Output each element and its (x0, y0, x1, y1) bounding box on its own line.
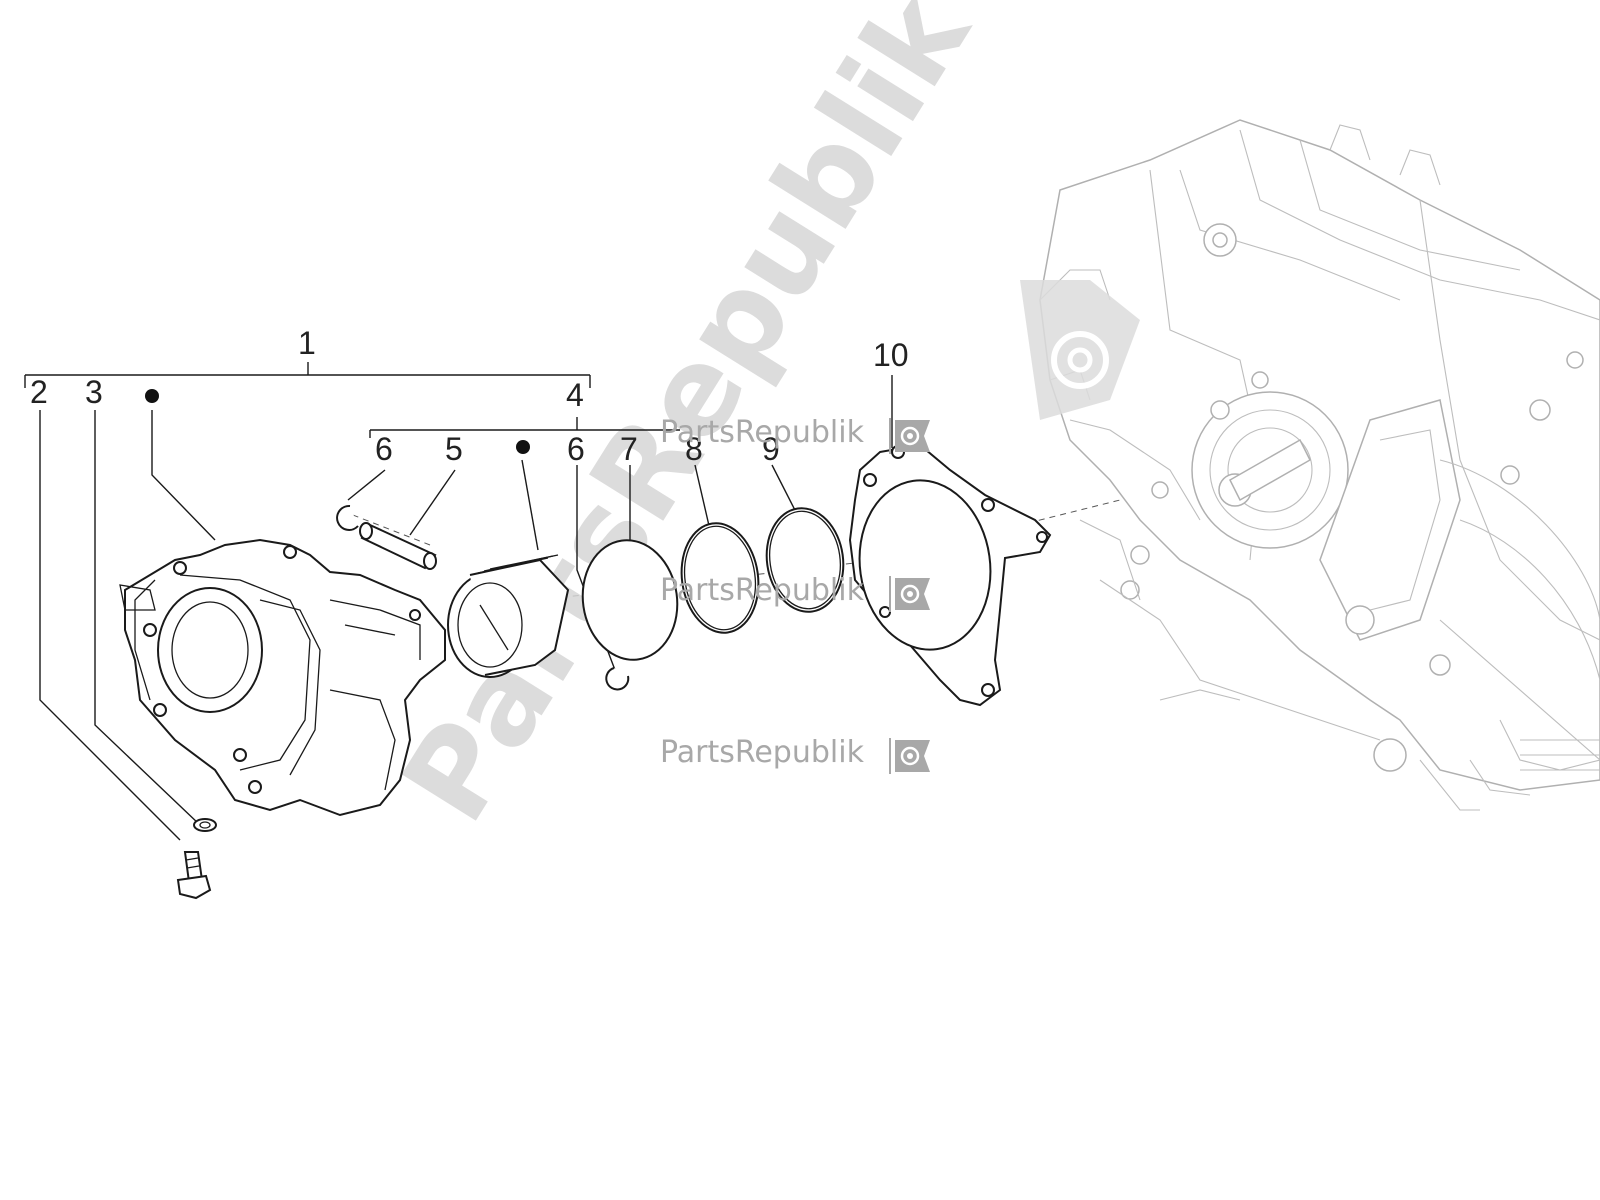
callout-7: 7 (620, 431, 638, 467)
callout-labels: 1 2 3 4 6 5 6 7 8 9 10 (30, 325, 909, 467)
callout-1: 1 (298, 325, 316, 361)
washer (193, 818, 217, 832)
piston-pin (359, 522, 437, 570)
piston (447, 554, 570, 678)
callout-10: 10 (873, 337, 909, 373)
piston-ring-8 (680, 522, 760, 634)
piston-ring-7 (581, 539, 679, 661)
callout-6-right: 6 (567, 431, 585, 467)
gear-flag-icon (889, 576, 930, 612)
gear-icon-large (1020, 280, 1140, 420)
watermark-text: PartsRepublik (660, 573, 865, 608)
bolt (176, 851, 212, 900)
gear-flag-icon (889, 738, 930, 774)
callout-dot-cylinder (145, 389, 159, 403)
callout-8: 8 (685, 431, 703, 467)
gear-flag-icon (889, 418, 930, 454)
watermark-3: PartsRepublik (660, 735, 930, 774)
piston-ring-9 (765, 507, 845, 613)
engine-crankcase (1039, 119, 1600, 811)
watermark-1: PartsRepublik (660, 415, 930, 454)
callout-3: 3 (85, 374, 103, 410)
circlip-left (336, 504, 359, 531)
callout-4: 4 (566, 377, 584, 413)
cylinder-base-gasket (848, 443, 1052, 707)
callout-6-left: 6 (375, 431, 393, 467)
callout-9: 9 (762, 431, 780, 467)
watermark-2: PartsRepublik (660, 573, 930, 612)
watermark-text: PartsRepublik (660, 415, 865, 450)
watermark-text: PartsRepublik (660, 735, 865, 770)
circlip-right (605, 667, 630, 691)
cylinder (119, 538, 446, 817)
callout-dot-piston (516, 440, 530, 454)
callout-5: 5 (445, 431, 463, 467)
callout-2: 2 (30, 374, 48, 410)
